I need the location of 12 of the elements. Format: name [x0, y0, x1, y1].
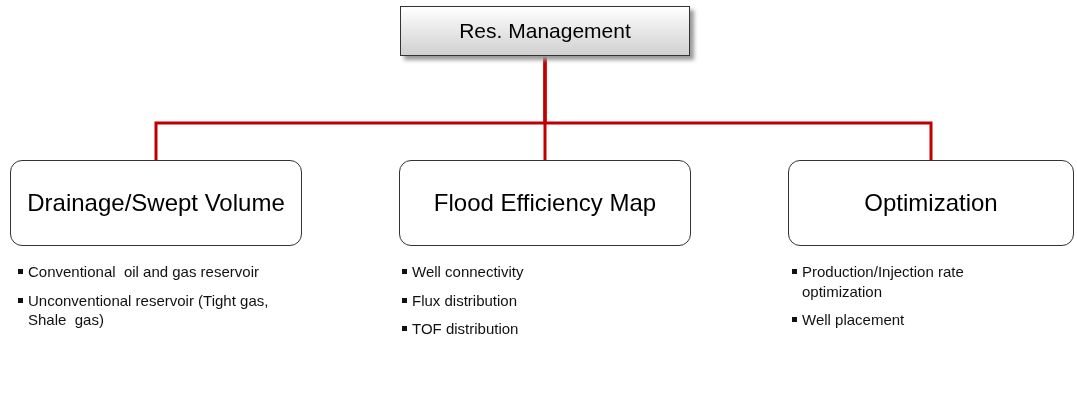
category-box: Drainage/Swept Volume [10, 160, 302, 246]
connector-line [543, 56, 933, 160]
category-box: Optimization [788, 160, 1074, 246]
bullet-text: Well connectivity [412, 262, 524, 282]
title-box: Res. Management [400, 6, 690, 56]
bullet-text: Well placement [802, 310, 905, 330]
bullet-text: Production/Injection rate optimization [802, 262, 965, 301]
bullet-text: TOF distribution [412, 319, 519, 339]
bullet-text: Unconventional reservoir (Tight gas, Shale gas) [28, 290, 270, 330]
category-box: Flood Efficiency Map [399, 160, 691, 246]
bullet-text: Flux distribution [412, 290, 518, 310]
bullet-text: Conventional oil and gas reservoir [28, 262, 259, 282]
